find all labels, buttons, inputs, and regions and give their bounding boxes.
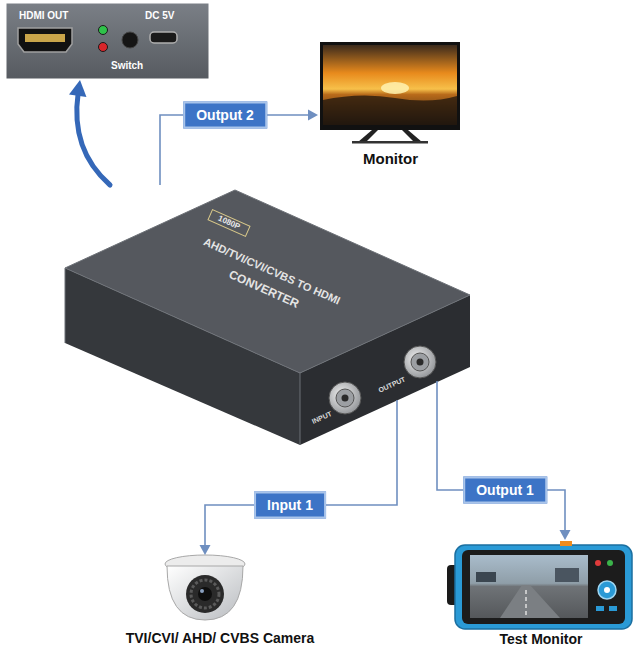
port-label: INPUT: [302, 405, 343, 430]
signal-connector: [437, 465, 571, 540]
connector-line: [437, 465, 565, 532]
resolution-badge: 1080P: [207, 209, 250, 237]
connector-line: [205, 465, 397, 547]
connector-line: [77, 93, 110, 185]
device-caption: Test Monitor: [500, 631, 583, 648]
edge-label: Output 2: [183, 102, 267, 129]
monitor-device: Monitor: [318, 40, 463, 170]
arrow-head: [200, 545, 211, 555]
button-label: Switch: [111, 59, 143, 72]
port-label: DC 5V: [145, 9, 174, 22]
arrow-head: [308, 110, 318, 121]
arrow-head: [69, 80, 86, 97]
curved-arrow: [69, 80, 110, 185]
test-monitor-art: [447, 541, 632, 629]
camera-art: [165, 555, 245, 620]
edge-label: Input 1: [254, 492, 326, 519]
device-caption: TVI/CVI/ AHD/ CVBS Camera: [126, 630, 315, 647]
test-monitor-device: Test Monitor: [445, 540, 637, 648]
port-label: OUTPUT: [370, 371, 414, 398]
arrow-head: [560, 530, 571, 540]
camera-device: TVI/CVI/ AHD/ CVBS Camera: [105, 555, 335, 648]
monitor-art: [320, 42, 460, 144]
inset-panel-art: [5, 2, 210, 80]
device-title: AHD/TVI/CVI/CVBS TO HDMI: [178, 223, 366, 317]
converter-art: [65, 190, 470, 465]
edge-label: Output 1: [463, 477, 547, 504]
port-label: HDMI OUT: [19, 9, 68, 22]
device-caption: Monitor: [363, 150, 418, 168]
inset-panel: HDMI OUT Switch DC 5V: [5, 2, 210, 80]
signal-connector: [200, 465, 398, 555]
converter-device: 1080PAHD/TVI/CVI/CVBS TO HDMICONVERTERIN…: [60, 185, 475, 465]
